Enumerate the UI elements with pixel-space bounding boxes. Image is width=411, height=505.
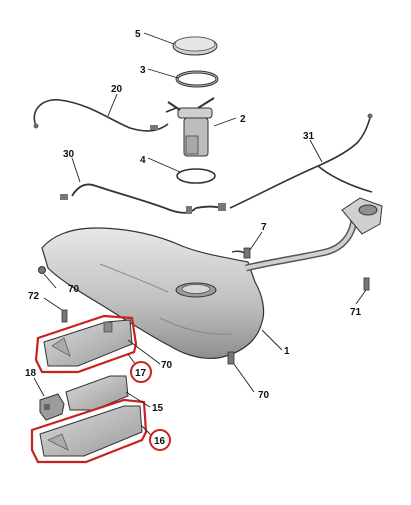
fastener-bolt-72 — [61, 309, 68, 323]
callout-5: 5 — [135, 29, 141, 40]
highlight-outline-16 — [30, 398, 148, 464]
cover-disc-part — [172, 36, 218, 56]
callout-17: 17 — [135, 368, 147, 379]
callout-15: 15 — [152, 403, 164, 414]
fastener-bolt-70-left — [38, 266, 46, 274]
callout-20: 20 — [111, 84, 123, 95]
highlight-circle-16 — [149, 429, 171, 451]
oring-seal-part — [176, 168, 216, 184]
locking-ring-part — [175, 70, 219, 88]
fastener-bolt-70-bottom — [227, 351, 235, 365]
fuel-tank-part — [41, 197, 383, 359]
highlight-outline-17 — [34, 314, 138, 374]
fastener-bolt-7 — [243, 247, 251, 259]
fuel-pump-module-part — [167, 97, 215, 157]
callout-4: 4 — [140, 155, 146, 166]
heat-shield-16-part — [39, 405, 143, 457]
highlight-circle-17 — [130, 361, 152, 383]
callout-7: 7 — [261, 222, 267, 233]
callout-16: 16 — [154, 436, 166, 447]
callout-30: 30 — [63, 149, 75, 160]
callout-1: 1 — [284, 346, 290, 357]
heat-shield-17-part — [43, 319, 133, 367]
wiring-harness-part — [33, 99, 177, 132]
callout-18: 18 — [25, 368, 37, 379]
callout-71: 71 — [350, 307, 362, 318]
callout-3: 3 — [140, 65, 146, 76]
callout-70-bottom: 70 — [258, 390, 270, 401]
callout-70-left: 70 — [68, 284, 80, 295]
callout-70-middle: 70 — [161, 360, 173, 371]
callout-72: 72 — [28, 291, 40, 302]
leader-lines — [33, 32, 367, 437]
fastener-bolt-71 — [363, 277, 370, 291]
feed-pipe-part — [60, 183, 226, 214]
bracket-18-part — [39, 393, 65, 421]
callout-2: 2 — [240, 114, 246, 125]
heat-shield-15-part — [65, 375, 129, 411]
callout-31: 31 — [303, 131, 315, 142]
vent-line-part — [229, 113, 373, 209]
